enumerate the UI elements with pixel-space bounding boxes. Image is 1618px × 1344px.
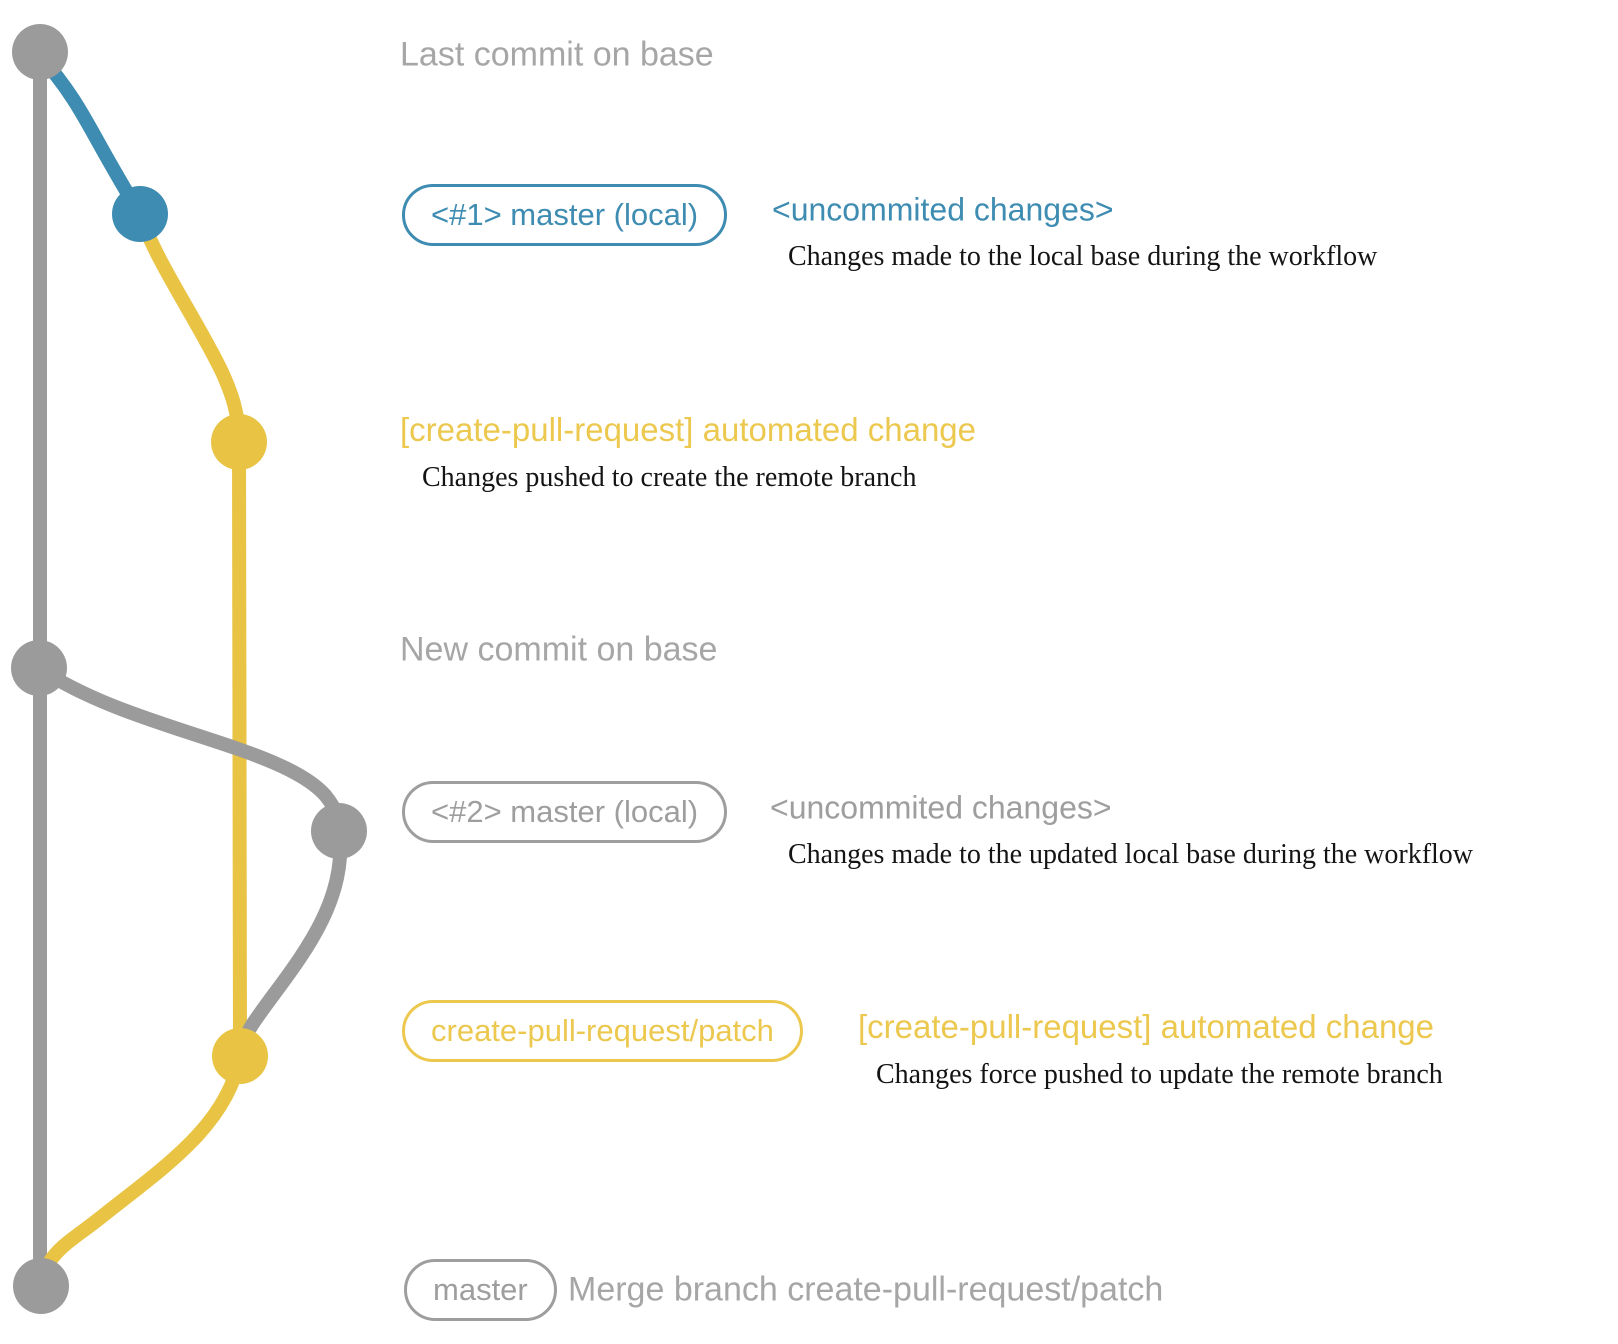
- commit-dot-merge: [13, 1258, 69, 1314]
- note-local-base-changes-1: Changes made to the local base during th…: [788, 241, 1378, 272]
- note-force-push-remote: Changes force pushed to update the remot…: [876, 1059, 1443, 1090]
- badge-create-pull-request-patch: create-pull-request/patch: [402, 999, 803, 1063]
- message-merge-branch: Merge branch create-pull-request/patch: [568, 1270, 1164, 1309]
- note-push-create-remote: Changes pushed to create the remote bran…: [422, 462, 917, 493]
- patch-merge-curve: [34, 1049, 247, 1293]
- label-new-commit-on-base: New commit on base: [400, 630, 718, 669]
- badge-create-pull-request-patch-text: create-pull-request/patch: [402, 999, 803, 1063]
- patch-branch-curve-top: [133, 207, 246, 449]
- commit-dot-last-base: [12, 24, 68, 80]
- badge-master: master: [404, 1258, 557, 1322]
- note-local-base-changes-2: Changes made to the updated local base d…: [788, 839, 1474, 870]
- badge-master-text: master: [404, 1258, 557, 1322]
- commit-dot-local-1: [112, 186, 168, 242]
- message-uncommitted-changes-1: <uncommited changes>: [772, 191, 1114, 228]
- message-automated-change-2: [create-pull-request] automated change: [858, 1008, 1435, 1045]
- commit-dot-patch-1: [211, 414, 267, 470]
- commit-dot-patch-2: [212, 1028, 268, 1084]
- commit-dot-local-2: [311, 803, 367, 859]
- badge-master-local-2-text: <#2> master (local): [402, 780, 728, 844]
- commit-dot-new-base: [11, 640, 67, 696]
- badge-master-local-2: <#2> master (local): [402, 780, 728, 844]
- local-master-branch-curve: [33, 49, 147, 221]
- message-uncommitted-changes-2: <uncommited changes>: [770, 789, 1112, 826]
- label-last-commit-on-base: Last commit on base: [400, 35, 714, 74]
- badge-master-local-1-text: <#1> master (local): [402, 183, 728, 247]
- badge-master-local-1: <#1> master (local): [402, 183, 728, 247]
- local-master2-branch-curve: [32, 661, 346, 838]
- force-push-curve: [233, 824, 348, 1063]
- message-automated-change-1: [create-pull-request] automated change: [400, 411, 977, 448]
